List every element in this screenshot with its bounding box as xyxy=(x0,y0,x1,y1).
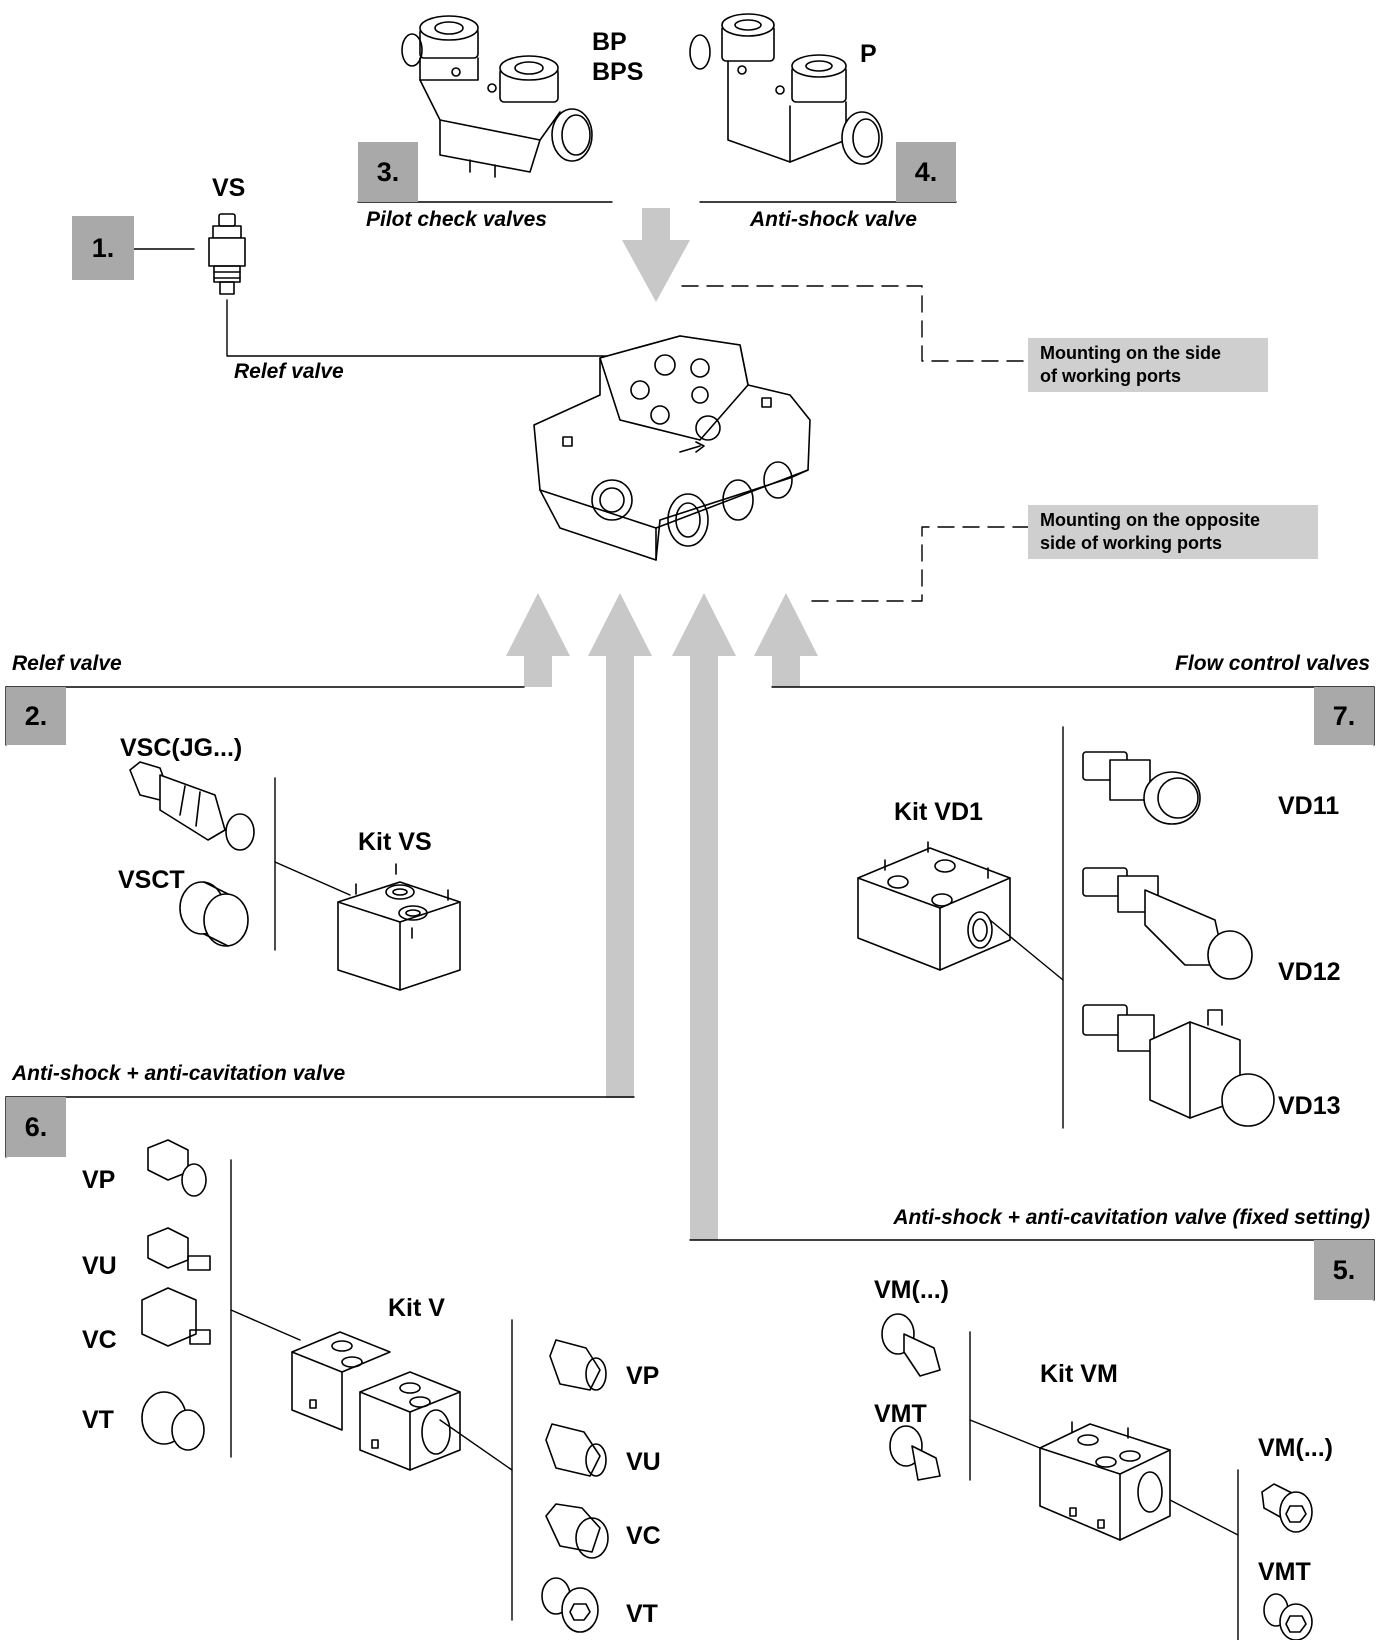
label-vd12: VD12 xyxy=(1278,958,1341,986)
label-vm-right: VM(...) xyxy=(1258,1434,1333,1462)
up-arrow-anti-shock-cavitation xyxy=(588,593,652,1098)
label-vmt-right: VMT xyxy=(1258,1558,1311,1586)
anti-shock-valve-sketch xyxy=(689,13,883,165)
vd11-valve-sketch xyxy=(1082,751,1201,825)
caption-anti-shock-anti-cavitation: Anti-shock + anti-cavitation valve xyxy=(12,1062,346,1085)
note-opposite-line2: side of working ports xyxy=(1040,533,1223,553)
caption-relef-valve-lower: Relef valve xyxy=(12,652,122,675)
label-vmt-left: VMT xyxy=(874,1400,927,1428)
label-vsct: VSCT xyxy=(118,866,185,894)
down-arrow xyxy=(622,208,690,302)
label-vd13: VD13 xyxy=(1278,1092,1341,1120)
vs-cartridge-sketch xyxy=(208,213,246,295)
step-1-box: 1. xyxy=(72,216,134,280)
label-right-vc: VC xyxy=(626,1522,661,1550)
vmt-plug-left-sketch xyxy=(889,1425,941,1481)
left-vp-cartridge-sketch xyxy=(147,1139,207,1197)
note-side-line1: Mounting on the side xyxy=(1040,343,1221,363)
kit-vd1-block-sketch xyxy=(857,841,1011,971)
label-kit-vs: Kit VS xyxy=(358,828,432,856)
label-right-vt: VT xyxy=(626,1600,658,1628)
label-kit-vd1: Kit VD1 xyxy=(894,798,983,826)
right-vt-plug-sketch xyxy=(541,1577,599,1633)
label-left-vu: VU xyxy=(82,1252,117,1280)
caption-anti-shock-anti-cavitation-fixed: Anti-shock + anti-cavitation valve (fixe… xyxy=(893,1206,1370,1229)
vd13-valve-sketch xyxy=(1082,1004,1275,1127)
caption-anti-shock-valve: Anti-shock valve xyxy=(750,208,917,231)
right-vu-cartridge-sketch xyxy=(545,1423,607,1477)
step-7-box: 7. xyxy=(1314,687,1374,745)
vsc-cartridge-sketch xyxy=(129,761,255,851)
step-2-box: 2. xyxy=(6,687,66,745)
label-vm-top: VM(...) xyxy=(874,1276,949,1304)
dashed-leaders xyxy=(681,285,1029,602)
label-kit-v: Kit V xyxy=(388,1294,445,1322)
note-opposite-side: Mounting on the opposite side of working… xyxy=(1028,505,1318,559)
right-vp-cartridge-sketch xyxy=(549,1339,607,1391)
left-vu-cartridge-sketch xyxy=(147,1227,211,1271)
step-3-box: 3. xyxy=(358,142,418,202)
up-arrow-flow-control xyxy=(754,593,818,687)
kit-vs-block-sketch xyxy=(337,863,461,991)
label-left-vp: VP xyxy=(82,1166,116,1194)
vsct-plug-sketch xyxy=(179,881,249,947)
vm-cartridge-top-sketch xyxy=(881,1313,941,1377)
label-kit-vm: Kit VM xyxy=(1040,1360,1118,1388)
label-vsc-jg: VSC(JG...) xyxy=(120,734,243,762)
label-bp: BP xyxy=(592,28,627,56)
caption-flow-control-valves: Flow control valves xyxy=(1175,652,1370,675)
up-arrow-fixed-setting xyxy=(672,593,736,1240)
label-bps: BPS xyxy=(592,58,644,86)
label-vs-top: VS xyxy=(212,174,246,202)
kit-v-block-sketch xyxy=(291,1331,461,1471)
note-opposite-line1: Mounting on the opposite xyxy=(1040,510,1260,530)
label-left-vt: VT xyxy=(82,1406,114,1434)
kit-brackets xyxy=(230,726,1239,1640)
note-side-of-working-ports: Mounting on the side of working ports xyxy=(1028,338,1268,392)
vd12-valve-sketch xyxy=(1082,867,1253,980)
left-vt-plug-sketch xyxy=(141,1391,205,1451)
label-right-vu: VU xyxy=(626,1448,661,1476)
step-4-box: 4. xyxy=(896,142,956,202)
vmt-plug-right-sketch xyxy=(1263,1593,1313,1640)
pilot-check-valve-sketch xyxy=(401,15,593,178)
right-vc-cartridge-sketch xyxy=(545,1503,609,1559)
caption-pilot-check-valves: Pilot check valves xyxy=(366,208,547,231)
step-5-box: 5. xyxy=(1314,1240,1374,1300)
label-left-vc: VC xyxy=(82,1326,117,1354)
up-arrow-relief xyxy=(506,593,570,687)
note-side-line2: of working ports xyxy=(1040,366,1181,386)
kit-vm-block-sketch xyxy=(1039,1421,1171,1541)
label-vd11: VD11 xyxy=(1278,792,1340,820)
step-6-box: 6. xyxy=(6,1097,66,1157)
vm-cartridge-right-sketch xyxy=(1261,1483,1313,1533)
label-p: P xyxy=(860,40,877,68)
main-valve-body xyxy=(533,335,811,561)
label-right-vp: VP xyxy=(626,1362,660,1390)
left-vc-cartridge-sketch xyxy=(141,1287,211,1347)
caption-relef-valve-upper: Relef valve xyxy=(234,360,344,383)
